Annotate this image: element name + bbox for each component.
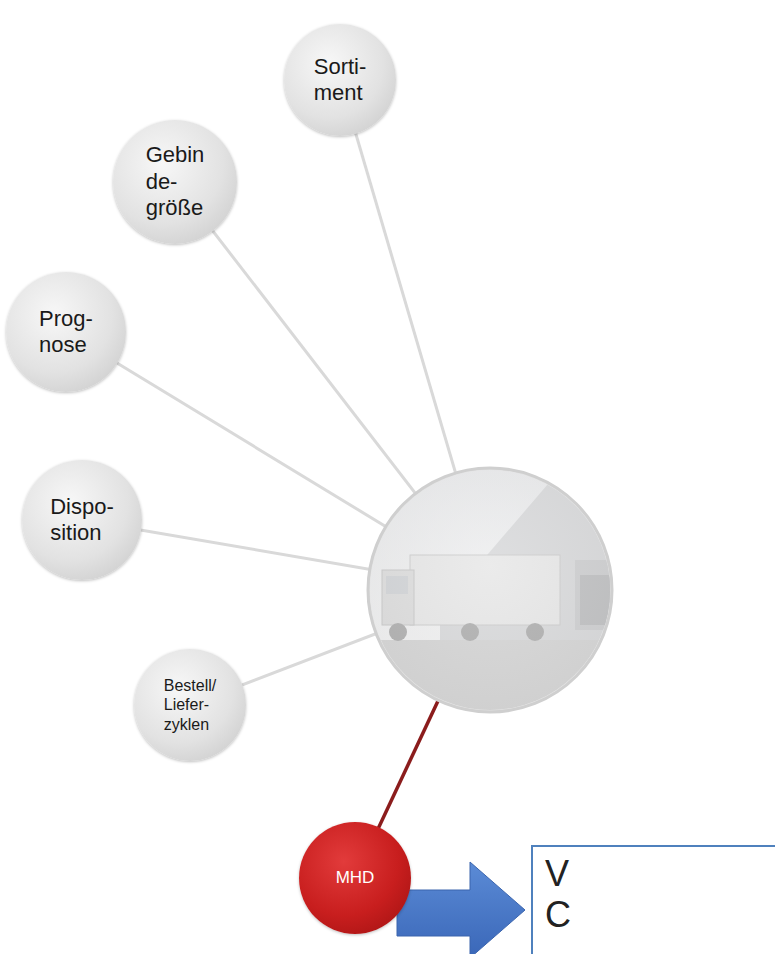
node-label: Dispo- sition: [50, 494, 114, 547]
highlight-circle: MHD: [299, 822, 411, 934]
node-label: Prog- nose: [39, 306, 93, 359]
topic-circle: Gebin de- größe: [113, 120, 237, 244]
node-label: MHD: [336, 868, 375, 888]
topic-circle: Dispo- sition: [22, 460, 142, 580]
topic-circle: Sorti- ment: [284, 24, 396, 136]
node-label: V C: [545, 853, 571, 936]
node-label: Gebin de- größe: [146, 142, 205, 221]
block-arrow: [397, 862, 525, 954]
topic-circle: Bestell/ Liefer- zyklen: [134, 649, 246, 761]
node-label: Bestell/ Liefer- zyklen: [164, 676, 216, 734]
callout-box: V C: [531, 845, 775, 954]
warehouse-picture: [368, 468, 620, 712]
topic-circle: Prog- nose: [6, 272, 126, 392]
node-label: Sorti- ment: [314, 54, 367, 107]
